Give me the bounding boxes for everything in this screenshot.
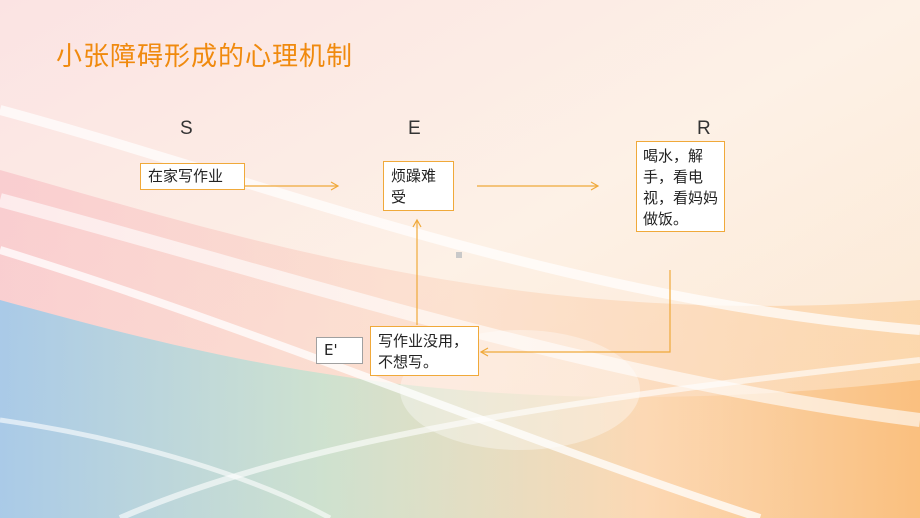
page-title: 小张障碍形成的心理机制	[56, 42, 354, 72]
emotion-box: 烦躁难受	[383, 161, 454, 211]
response-box: 喝水，解手，看电视，看妈妈做饭。	[636, 141, 725, 232]
label-s: S	[180, 118, 193, 139]
label-r: R	[697, 118, 711, 139]
stimulus-box: 在家写作业	[140, 163, 245, 190]
belief-label-box: E'	[316, 337, 363, 364]
belief-box: 写作业没用，不想写。	[370, 326, 479, 376]
label-e: E	[408, 118, 421, 139]
center-marker	[456, 252, 462, 258]
